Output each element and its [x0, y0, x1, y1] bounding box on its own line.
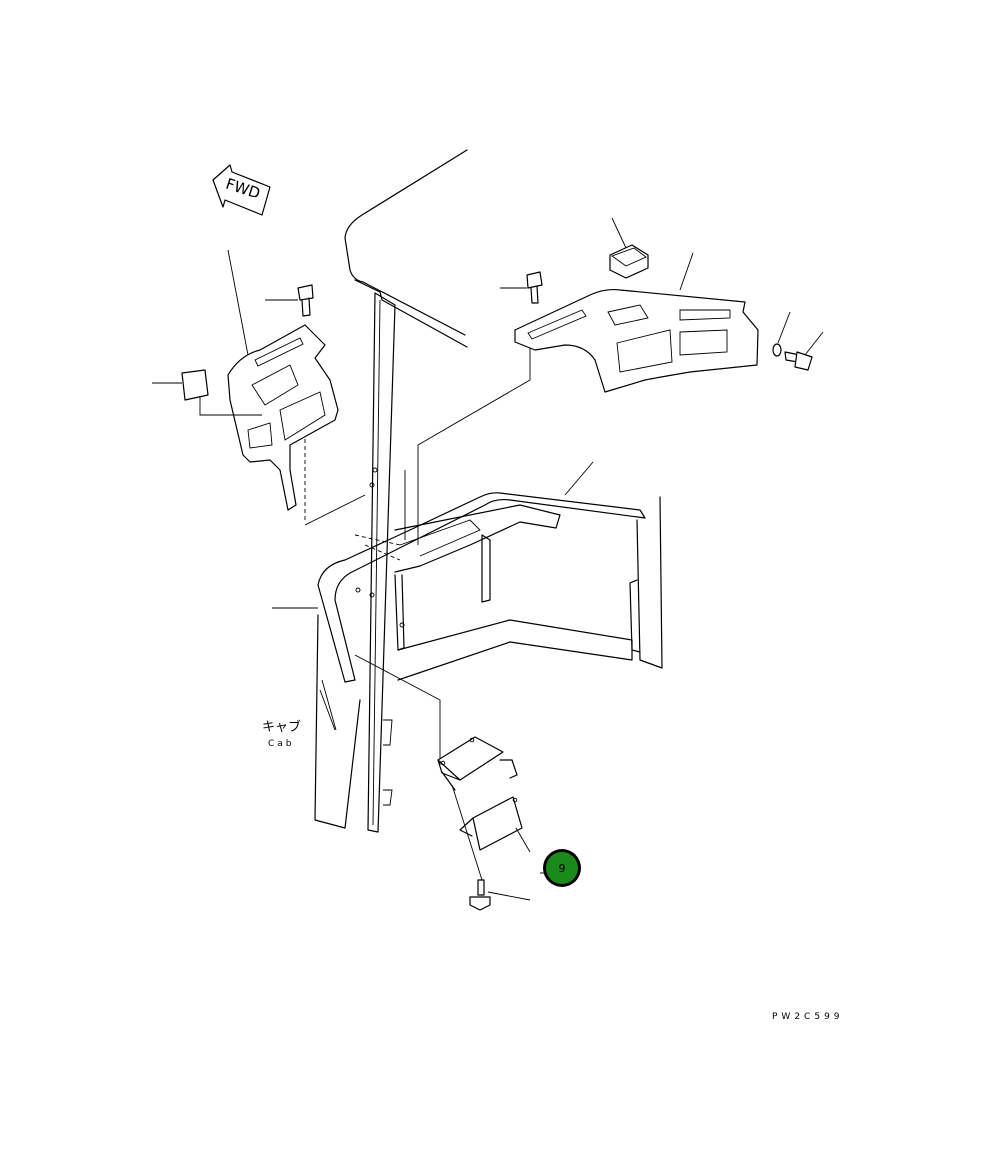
callout-9-number: 9 [559, 862, 566, 875]
right-trim-cover [514, 252, 759, 393]
left-screw [265, 284, 314, 317]
cab-label-english: Cab [268, 739, 295, 749]
left-trim-cover [199, 249, 339, 511]
upper-rail-leader [564, 461, 594, 496]
left-switch-box [152, 369, 209, 401]
lower-bracket-plates [354, 654, 531, 881]
callout-9-button[interactable]: 9 [540, 849, 581, 887]
drawing-code: PW2C599 [772, 1012, 844, 1022]
cab-label-japanese: キャブ [262, 719, 301, 735]
washer-and-bolt [772, 311, 824, 371]
top-right-switch [609, 217, 649, 279]
right-screw [500, 271, 543, 304]
bottom-bolt [469, 879, 531, 911]
fwd-direction-arrow: FWD [212, 164, 271, 216]
cab-frame: キャブ Cab [262, 149, 663, 833]
